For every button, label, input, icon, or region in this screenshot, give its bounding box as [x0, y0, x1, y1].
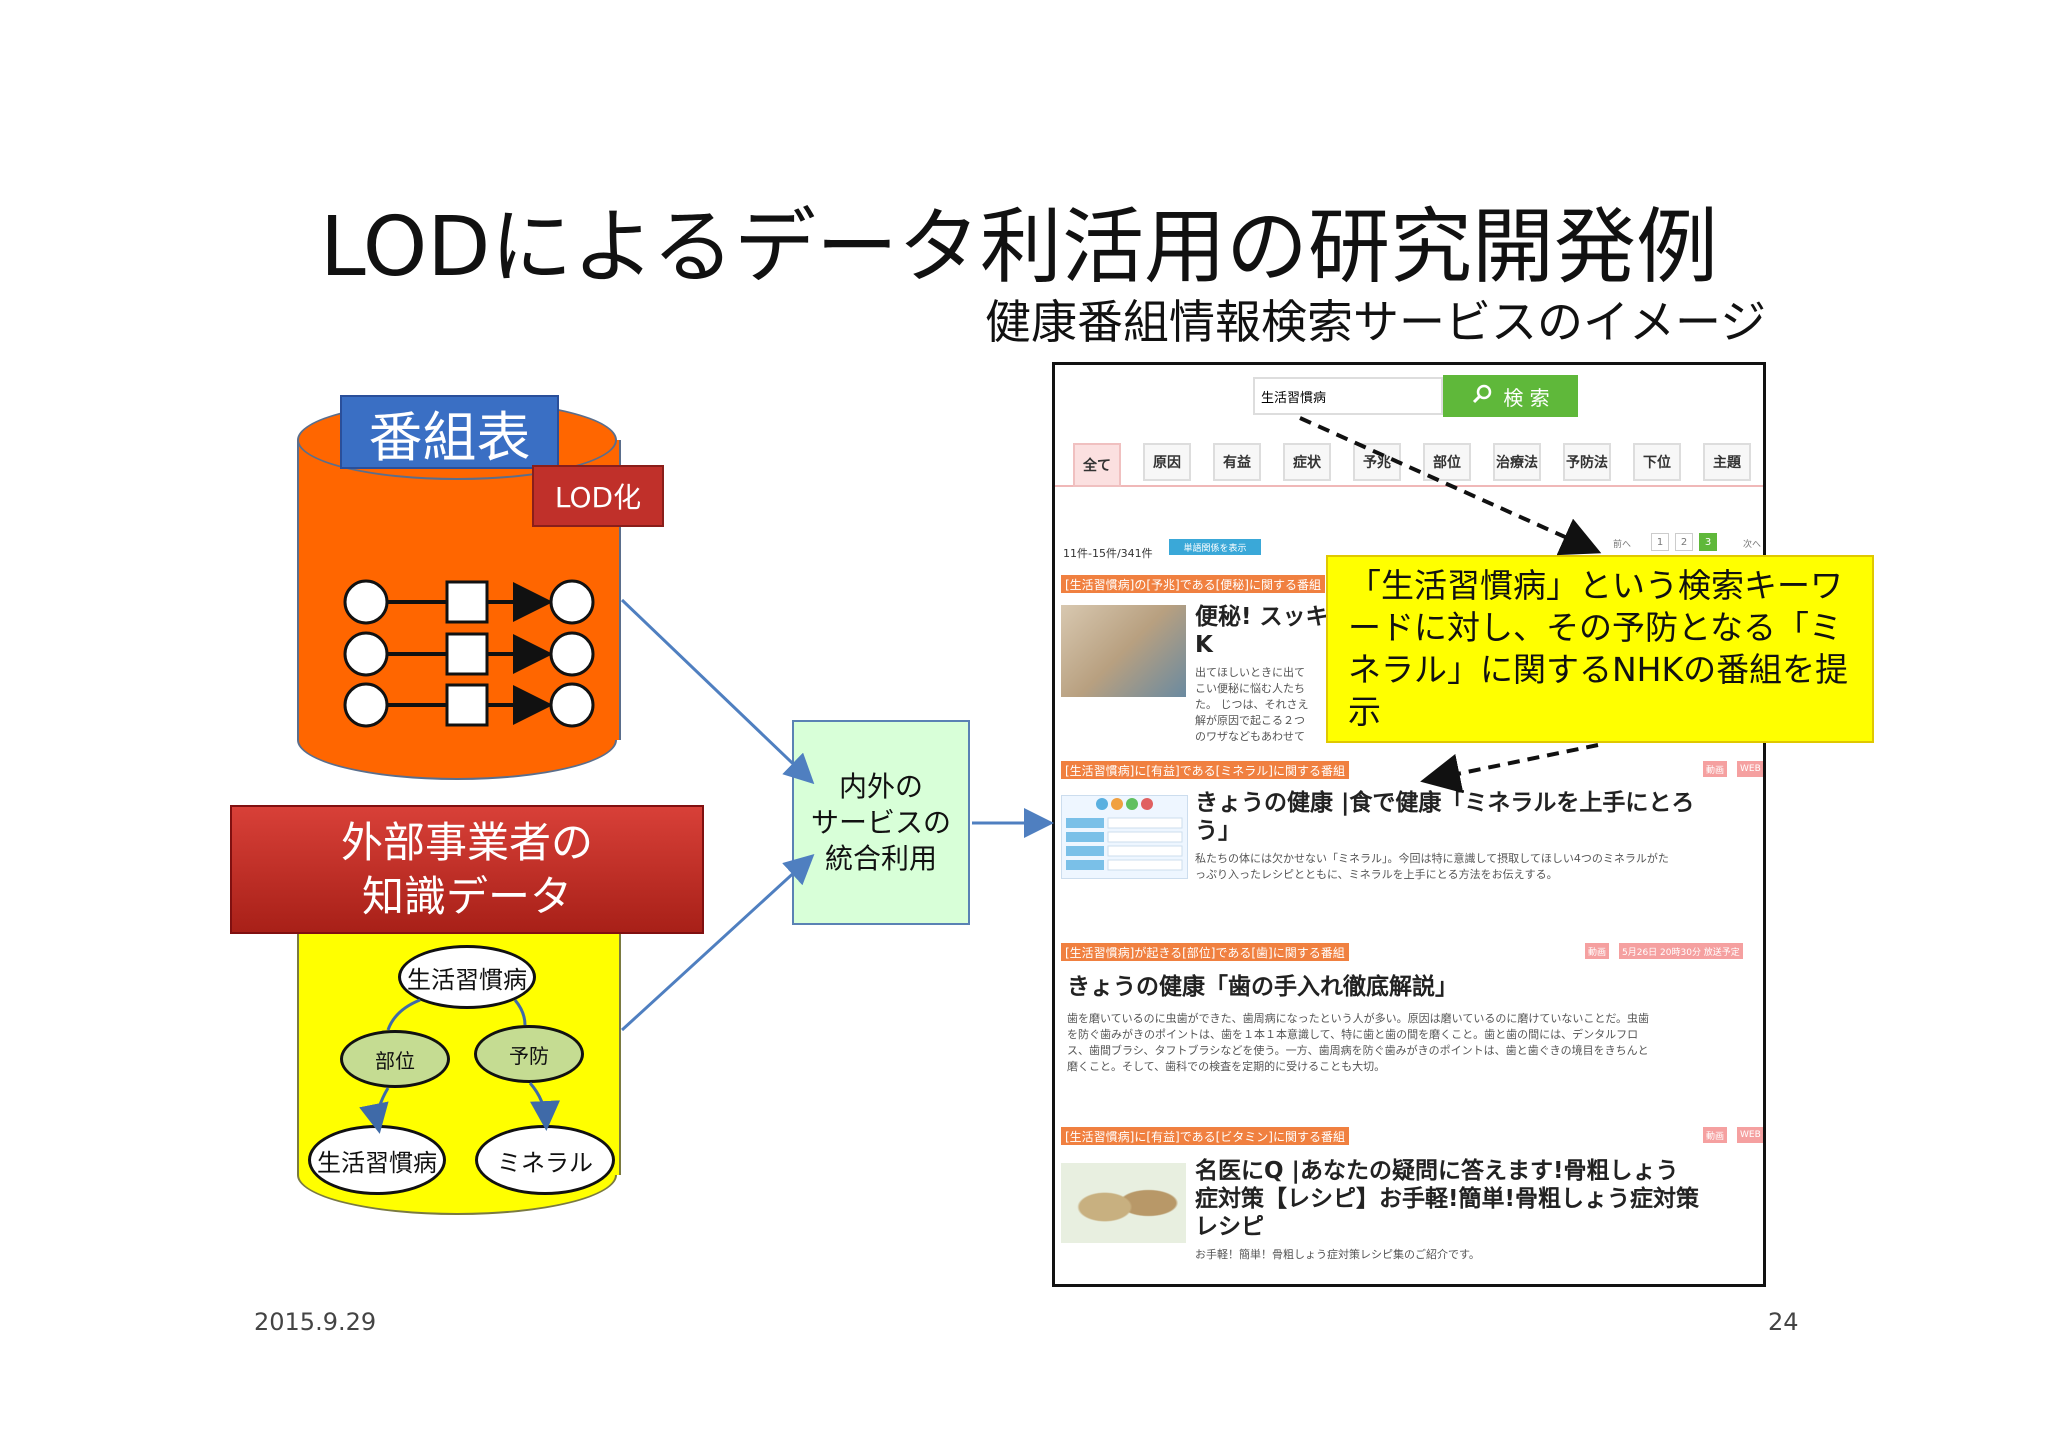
rdf-triples	[343, 579, 595, 728]
search-input[interactable]: 生活習慣病	[1253, 377, 1443, 415]
result-3-desc: 歯を磨いているのに虫歯ができた、歯周病になったという人が多い。原因は磨いているの…	[1067, 1012, 1650, 1073]
graph-node-rel2: 予防	[474, 1025, 584, 1083]
tab-lower[interactable]: 下位	[1633, 443, 1681, 481]
result-1-desc: 出てほしいときに出て こい便秘に悩む人たち た。 じつは、それさえ 解が原因で起…	[1195, 666, 1309, 743]
integration-line3: 統合利用	[824, 841, 937, 875]
result-count: 11件-15件/341件	[1063, 547, 1153, 560]
result-2-title[interactable]: きょうの健康 |食で健康「ミネラルを上手にとろ う」	[1195, 790, 1695, 844]
tab-cause[interactable]: 原因	[1143, 443, 1191, 481]
result-2-badge-video: 動画	[1703, 761, 1728, 777]
pagination-page-2[interactable]: 2	[1675, 533, 1693, 551]
pagination-next[interactable]: 次へ	[1743, 540, 1762, 550]
pagination-page-1[interactable]: 1	[1651, 533, 1669, 551]
result-3-badge-video: 動画	[1585, 943, 1610, 959]
external-label-line2: 知識データ	[361, 871, 572, 921]
footer-date: 2015.9.29	[254, 1308, 377, 1336]
pagination-prev[interactable]: 前へ	[1613, 540, 1632, 550]
page-number: 24	[1768, 1308, 1799, 1336]
tab-symptom[interactable]: 症状	[1283, 443, 1331, 481]
tab-bar-line	[1055, 485, 1763, 487]
result-4-title[interactable]: 名医にQ |あなたの疑問に答えます!骨粗しょう 症対策【レシピ】お手軽!簡単!骨…	[1195, 1158, 1699, 1240]
graph-edges	[359, 998, 561, 1134]
result-2-tag: [生活習慣病]に[有益]である[ミネラル]に関する番組	[1061, 761, 1349, 779]
pagination-page-3[interactable]: 3	[1699, 533, 1717, 551]
graph-node-bottom1: 生活習慣病	[308, 1125, 446, 1195]
lod-badge: LOD化	[532, 465, 664, 527]
tab-all[interactable]: 全て	[1073, 443, 1121, 487]
show-relations-button[interactable]: 単語関係を表示	[1169, 539, 1261, 555]
slide-title: LODによるデータ利活用の研究開発例	[320, 200, 1718, 295]
search-button[interactable]: 検 索	[1443, 375, 1578, 417]
result-4-thumbnail[interactable]	[1061, 1163, 1186, 1243]
result-2-badge-web: WEB	[1737, 761, 1763, 777]
result-4-badge-video: 動画	[1703, 1127, 1728, 1143]
result-1-title[interactable]: 便秘! スッキ K	[1195, 604, 1329, 658]
graph-node-rel1: 部位	[340, 1030, 450, 1088]
result-2-desc: 私たちの体には欠かせない「ミネラル」。今回は特に意識して摂取してほしい4つのミネ…	[1195, 852, 1669, 881]
integration-line2: サービスの	[810, 805, 951, 839]
external-knowledge-label: 外部事業者の 知識データ	[230, 805, 704, 934]
external-label-line1: 外部事業者の	[340, 817, 593, 867]
result-4-badge-web: WEB	[1737, 1127, 1763, 1143]
result-4-desc: お手軽！簡単！骨粗しょう症対策レシピ集のご紹介です。	[1195, 1248, 1480, 1261]
slide-subtitle: 健康番組情報検索サービスのイメージ	[985, 295, 1767, 349]
search-screenshot: 生活習慣病 検 索 全て 原因 有益 症状 予兆 部位 治療法 予防法 下位 主…	[1052, 362, 1766, 1287]
result-3-title[interactable]: きょうの健康「歯の手入れ徹底解説」	[1067, 974, 1458, 1000]
tab-beneficial[interactable]: 有益	[1213, 443, 1261, 481]
graph-node-bottom2: ミネラル	[475, 1125, 615, 1195]
result-3-tag: [生活習慣病]が起きる[部位]である[歯]に関する番組	[1061, 943, 1349, 961]
result-1-thumbnail[interactable]	[1061, 605, 1186, 697]
schedule-label: 番組表	[340, 395, 559, 469]
result-3-badge-schedule: 5月26日 20時30分 放送予定	[1619, 943, 1743, 959]
tab-topic[interactable]: 主題	[1703, 443, 1751, 481]
callout-note: 「生活習慣病」という検索キーワードに対し、その予防となる「ミネラル」に関するNH…	[1326, 555, 1874, 743]
integration-box: 内外の サービスの 統合利用	[792, 720, 970, 925]
graph-node-top: 生活習慣病	[398, 945, 536, 1009]
tab-prevention[interactable]: 予防法	[1563, 443, 1611, 481]
integration-line1: 内外の	[838, 769, 923, 803]
result-2-thumbnail[interactable]	[1061, 795, 1188, 879]
result-4-tag: [生活習慣病]に[有益]である[ビタミン]に関する番組	[1061, 1127, 1349, 1145]
tab-treatment[interactable]: 治療法	[1493, 443, 1541, 481]
result-1-tag: [生活習慣病]の[予兆]である[便秘]に関する番組	[1061, 575, 1325, 593]
search-icon	[1471, 383, 1493, 410]
search-button-label: 検 索	[1503, 385, 1550, 410]
